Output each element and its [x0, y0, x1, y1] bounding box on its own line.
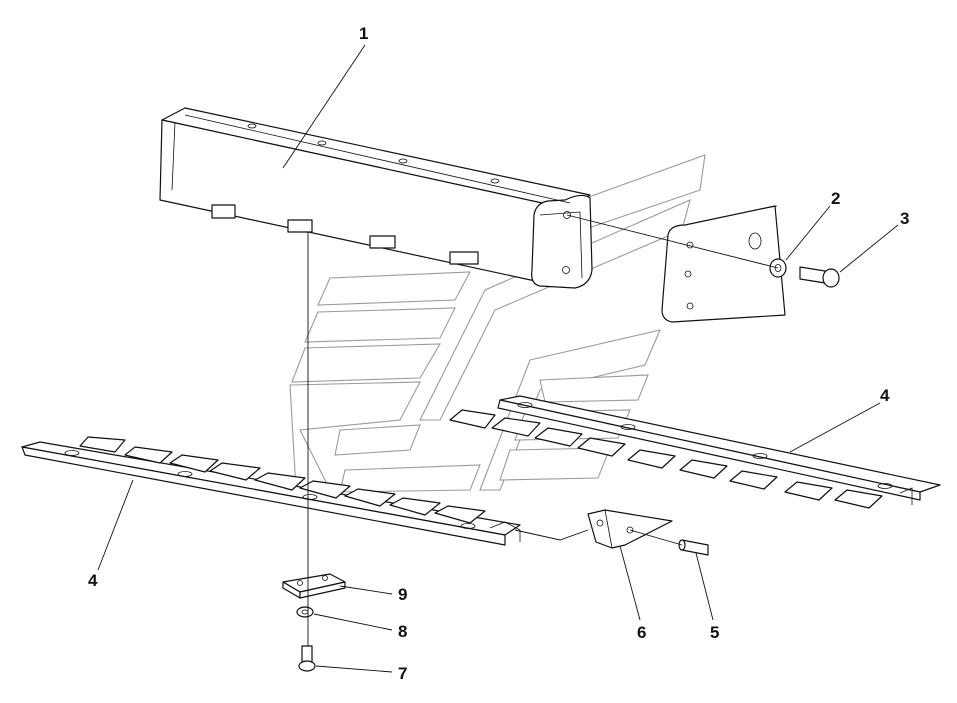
part-4-knife-bar-right — [449, 395, 941, 509]
callout-9: 9 — [398, 585, 408, 604]
callout-3: 3 — [900, 209, 910, 228]
callout-8: 8 — [398, 622, 408, 641]
callout-leaders — [97, 44, 899, 673]
part-6-guard — [587, 509, 673, 549]
callout-7: 7 — [398, 664, 408, 683]
part-8-washer — [296, 606, 314, 618]
callout-1: 1 — [359, 24, 369, 43]
part-9-plate — [282, 573, 346, 599]
part-3-bolt — [799, 266, 840, 288]
part-4-knife-bar-left — [21, 436, 521, 546]
callout-4-left: 4 — [88, 571, 98, 590]
assembly-lines — [307, 214, 779, 646]
side-plate — [661, 205, 786, 323]
part-5-pin — [678, 539, 709, 556]
part-7-bolt — [298, 645, 316, 672]
callout-5: 5 — [710, 623, 720, 642]
callout-4-right: 4 — [880, 386, 890, 405]
callout-2: 2 — [831, 189, 841, 208]
part-1-beam — [159, 107, 593, 289]
callout-6: 6 — [637, 623, 647, 642]
